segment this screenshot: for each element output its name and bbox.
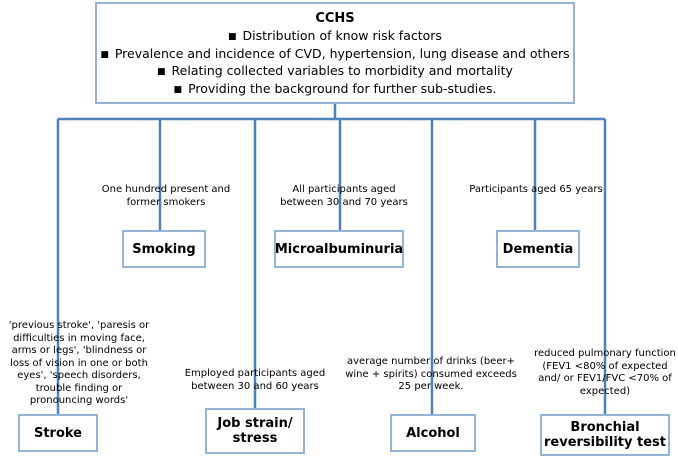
root-box: CCHS ■ Distribution of know risk factors …: [95, 2, 575, 104]
smoking-box: Smoking: [122, 230, 206, 268]
microalbuminuria-criteria: All participants aged between 30 and 70 …: [280, 184, 408, 208]
dementia-label: Dementia: [502, 241, 574, 257]
job-strain-criteria: Employed participants aged between 30 an…: [184, 368, 326, 392]
stroke-box: Stroke: [18, 414, 98, 452]
smoking-criteria: One hundred present and former smokers: [101, 184, 231, 208]
root-bullets: ■ Distribution of know risk factors ■ Prev…: [97, 28, 573, 98]
bullet-icon: ■: [157, 67, 166, 77]
bronchial-criteria: reduced pulmonary function (FEV1 <80% of…: [534, 348, 676, 397]
root-bullet-text: Providing the background for further sub…: [188, 80, 497, 96]
dementia-box: Dementia: [496, 230, 580, 268]
root-bullet: ■ Providing the background for further su…: [97, 81, 573, 99]
alcohol-box: Alcohol: [390, 414, 476, 452]
stroke-criteria: 'previous stroke', 'paresis or difficult…: [8, 320, 150, 406]
root-bullet-text: Distribution of know risk factors: [242, 28, 442, 43]
job-strain-label: Job strain/ stress: [217, 416, 293, 446]
alcohol-criteria: average number of drinks (beer+ wine + s…: [345, 356, 517, 392]
alcohol-label: Alcohol: [406, 425, 460, 441]
smoking-label: Smoking: [132, 241, 196, 257]
root-bullet: ■ Distribution of know risk factors: [97, 28, 573, 46]
root-bullet-text: Prevalence and incidence of CVD, hyperte…: [114, 45, 570, 61]
root-title: CCHS: [315, 11, 355, 26]
bullet-icon: ■: [228, 32, 237, 42]
bronchial-box: Bronchial reversibility test: [540, 414, 670, 456]
job-strain-box: Job strain/ stress: [205, 408, 305, 454]
root-bullet: ■ Prevalence and incidence of CVD, hypert…: [97, 46, 573, 64]
root-bullet: ■ Relating collected variables to morbidi…: [97, 63, 573, 81]
root-bullet-text: Relating collected variables to morbidit…: [171, 63, 513, 78]
microalbuminuria-label: Microalbuminuria: [274, 241, 404, 257]
microalbuminuria-box: Microalbuminuria: [274, 230, 404, 268]
bullet-icon: ■: [100, 49, 109, 60]
stroke-label: Stroke: [33, 425, 83, 441]
dementia-criteria: Participants aged 65 years: [469, 184, 603, 195]
bronchial-label: Bronchial reversibility test: [544, 420, 666, 450]
bullet-icon: ■: [173, 84, 183, 95]
